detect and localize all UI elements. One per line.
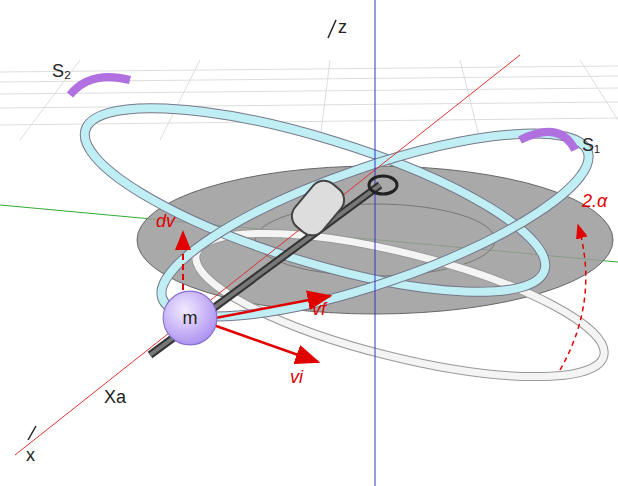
ring-label: S₁ [582,136,600,154]
axis-label: x [26,446,35,464]
vector-label: vi [290,368,303,386]
vector-label: vf [312,300,326,318]
vector-label: dv [156,212,175,230]
axis-label: z [338,18,347,36]
mass-label: m [162,308,218,329]
mass-sphere: m [162,290,218,346]
ring-label: S₂ [52,62,71,80]
angle-label: 2.α [582,192,607,210]
axis-label: Xa [104,388,126,406]
